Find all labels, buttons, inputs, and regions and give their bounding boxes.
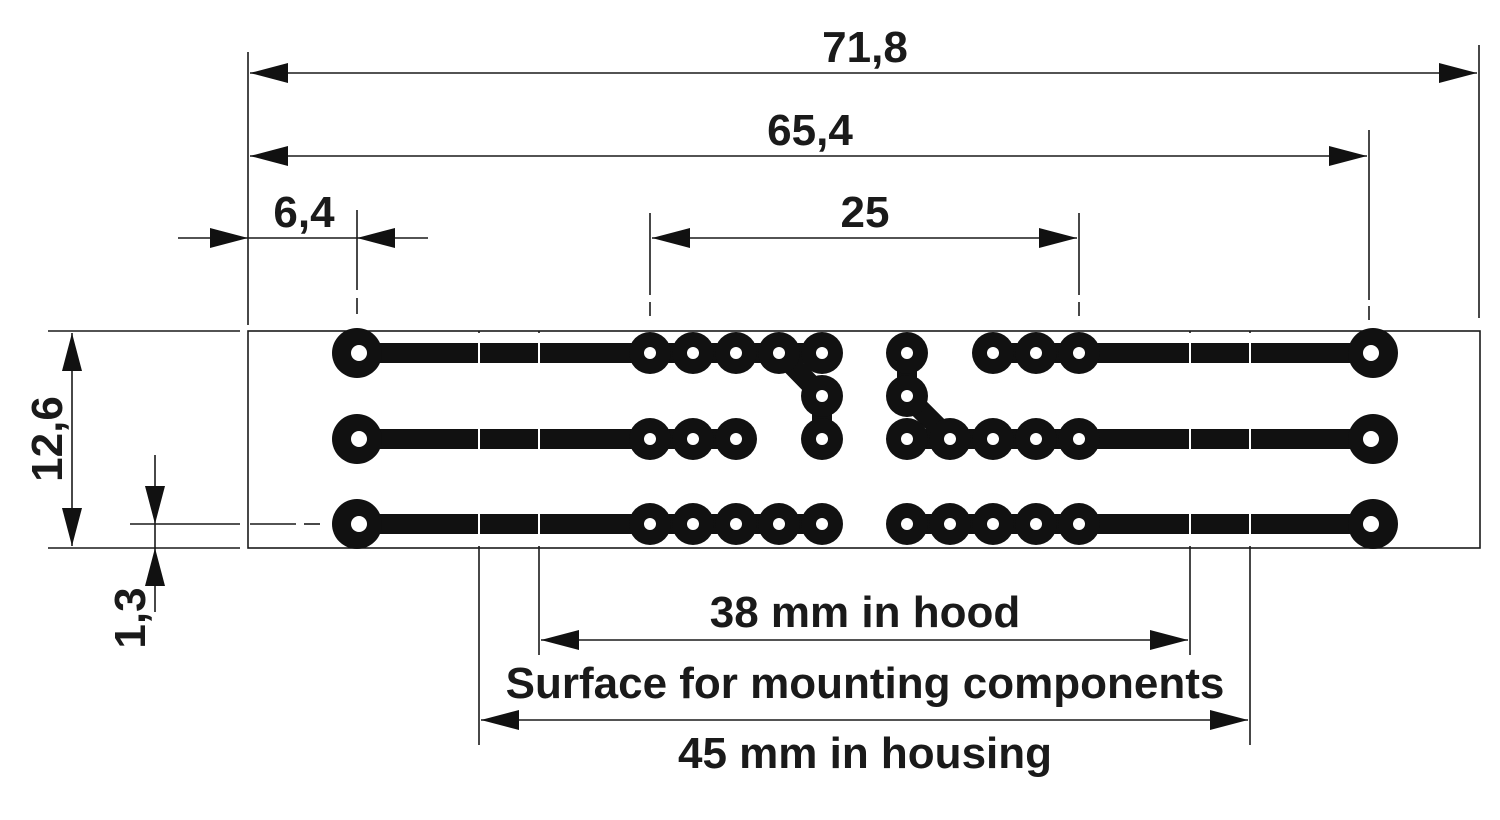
dim-label-center-span: 25 (841, 188, 890, 237)
dim-label-pin-span: 65,4 (767, 106, 853, 155)
dim-pin-span (250, 146, 1367, 166)
dim-label-board-height: 12,6 (23, 396, 72, 482)
dim-label-overall-length: 71,8 (822, 23, 908, 72)
dim-label-edge-to-first-pin: 6,4 (273, 188, 335, 237)
dim-overall-length (250, 63, 1477, 83)
caption-mounting-surface: Surface for mounting components (506, 659, 1225, 708)
separation-lines (478, 333, 1251, 546)
dim-board-height (62, 333, 82, 546)
dim-hood (541, 630, 1188, 650)
dim-edge-to-first-pin (178, 228, 428, 248)
copper-traces (357, 343, 1369, 534)
dim-label-edge-to-row: 1,3 (106, 587, 155, 648)
caption-housing: 45 mm in housing (678, 729, 1052, 778)
pcb-outline (247, 330, 1481, 549)
dim-center-span (652, 228, 1077, 248)
solder-pads (332, 328, 1398, 549)
dim-edge-to-row (145, 455, 165, 612)
caption-hood: 38 mm in hood (710, 588, 1020, 637)
dim-housing (481, 710, 1248, 730)
